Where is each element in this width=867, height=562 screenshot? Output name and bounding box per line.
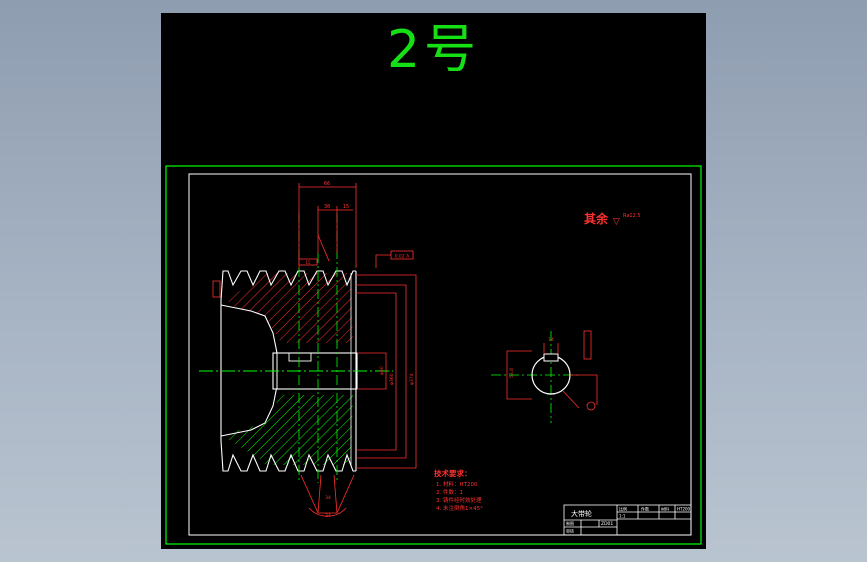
groove-tol-box bbox=[298, 258, 318, 266]
material-label: 材料 bbox=[661, 506, 669, 512]
title-block bbox=[563, 504, 692, 536]
tech-req-item: 4. 未注倒角1×45° bbox=[436, 504, 483, 512]
dim-outer: φ374 bbox=[409, 373, 415, 385]
qty-label: 件数 bbox=[641, 506, 649, 512]
scale-label: 比例 bbox=[619, 506, 627, 512]
dim-top-inner: 38 bbox=[324, 204, 330, 210]
scale-value: 1:1 bbox=[619, 514, 626, 519]
drawing-sheet: 2号 bbox=[161, 13, 706, 549]
part-name: 大带轮 bbox=[571, 509, 592, 518]
groove-pitch: 15 bbox=[305, 260, 311, 265]
sheet-size-title: 2号 bbox=[386, 20, 481, 80]
keyway bbox=[288, 352, 312, 362]
tech-req-heading: 技术要求： bbox=[434, 468, 472, 478]
dim-pitch: φ360 bbox=[389, 373, 395, 385]
checked-label: 审核 bbox=[566, 528, 574, 534]
dim-key-depth: 53.8 bbox=[509, 368, 515, 378]
tech-req-item: 2. 件数：1 bbox=[436, 488, 463, 496]
material-value: HT200 bbox=[677, 507, 691, 512]
inner-border bbox=[188, 173, 692, 536]
tech-req-item: 3. 铸件经时效处理 bbox=[436, 496, 482, 504]
dim-top-small: 15 bbox=[343, 204, 349, 210]
key-slot bbox=[543, 353, 559, 362]
outer-frame bbox=[165, 165, 702, 545]
dim-top-overall: 66 bbox=[324, 181, 330, 187]
lower-hatch bbox=[226, 395, 353, 465]
roughness-value: Ra12.5 bbox=[623, 213, 641, 219]
dim-groove-angle: 34 bbox=[325, 495, 331, 501]
dim-groove-bottom: 34 bbox=[325, 513, 331, 519]
roughness-symbol: ▽ bbox=[613, 217, 620, 227]
roughness-note: 其余 bbox=[584, 211, 609, 226]
pulley-section-view: 66 38 15 15 0.02 A φ50 φ360 φ374 bbox=[199, 181, 417, 519]
geo-tolerance-text: 0.02 A bbox=[395, 254, 410, 260]
upper-hatch bbox=[226, 273, 353, 343]
tech-req-item: 1. 材料：HT200 bbox=[436, 480, 478, 488]
hub-side-view: 53.8 14 bbox=[491, 330, 598, 423]
tech-requirements: 技术要求： 1. 材料：HT200 2. 件数：1 3. 铸件经时效处理 4. … bbox=[434, 468, 483, 512]
dim-bore: φ50 bbox=[379, 366, 385, 375]
dim-key-width: 14 bbox=[548, 337, 554, 343]
drawing-number: ZD01 bbox=[601, 521, 613, 527]
cad-drawing: 66 38 15 15 0.02 A φ50 φ360 φ374 bbox=[165, 165, 702, 545]
drawn-label: 制图 bbox=[566, 520, 574, 526]
